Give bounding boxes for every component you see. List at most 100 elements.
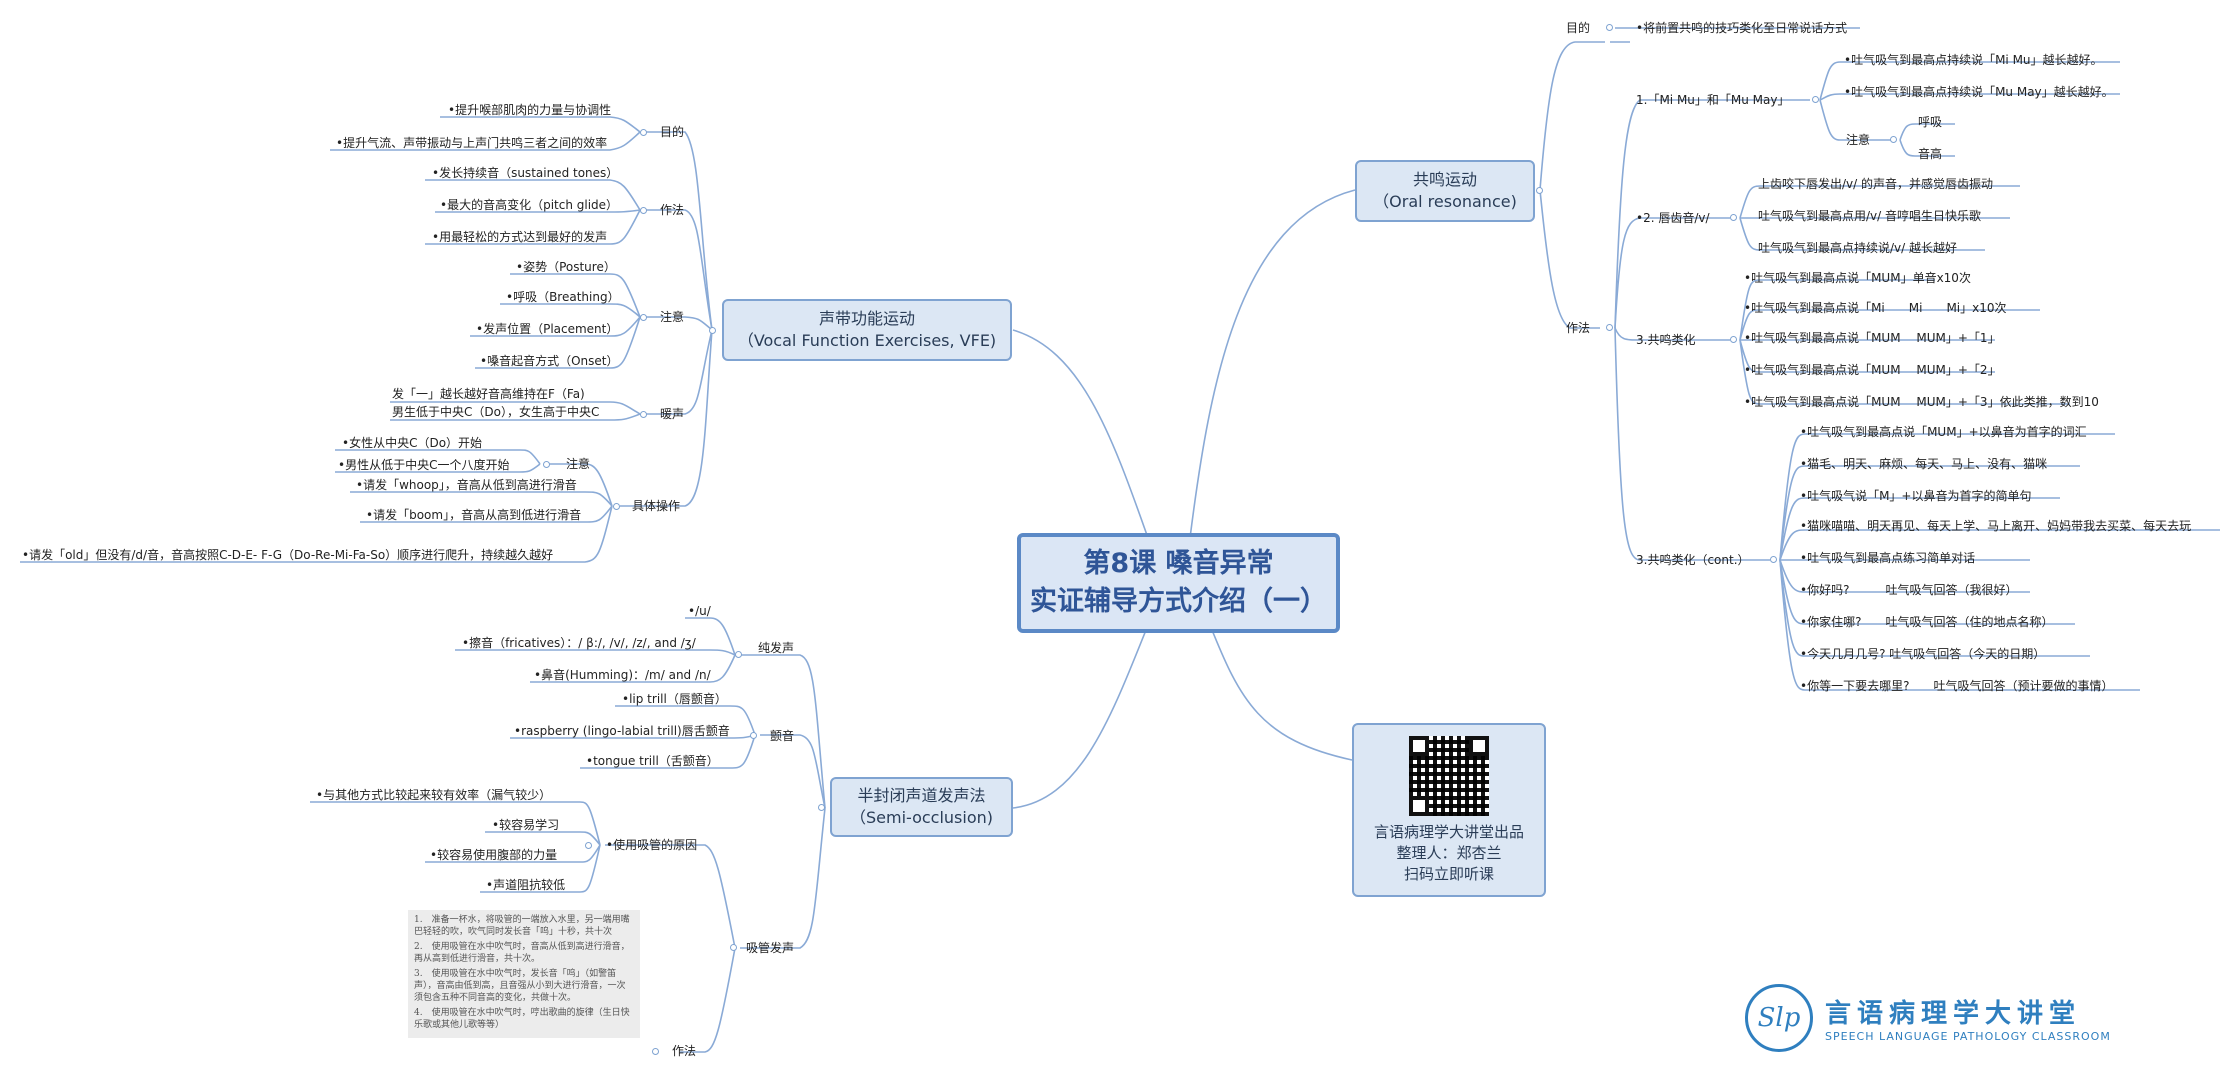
list-item: •声道阻抗较低 [486,878,566,892]
list-item: 音高 [1918,147,1943,161]
qr-code-icon[interactable] [1409,735,1489,816]
link-semi-pure [740,654,826,809]
topic-semi-occlusion[interactable]: 半封闭声道发声法 （Semi-occlusion) [830,777,1013,837]
knob-oral[interactable] [1536,187,1543,194]
semi-straw-label[interactable]: 吸管发声 [746,941,795,955]
knob-oral-resonance[interactable] [1730,336,1737,343]
list-item: •发声位置（Placement） [476,322,619,336]
topic-oral-title: 共鸣运动 [1412,170,1477,189]
qr-card[interactable]: 言语病理学大讲堂出品 整理人：郑杏兰 扫码立即听课 [1352,723,1546,897]
semi-pure-label[interactable]: 纯发声 [758,641,795,655]
central-title-line2: 实证辅导方式介绍（一） [1030,586,1327,617]
knob-oral-method[interactable] [1606,324,1613,331]
link-vfe-warmup [645,329,713,415]
knob-vfe-notes[interactable] [640,314,647,321]
oral-purpose-label[interactable]: 目的 [1566,21,1591,35]
list-item: •你好吗? 吐气吸气回答（我很好） [1800,583,2018,597]
list-item: •男性从低于中央C一个八度开始 [338,458,510,472]
link-semi-straw [740,807,826,949]
list-item: •请发「old」但没有/d/音，音高按照C-D-E- F-G（Do-Re-Mi-… [22,548,554,562]
central-topic[interactable]: 第8课 嗓音异常 实证辅导方式介绍（一） [1017,533,1340,633]
link-oral-method [1539,189,1600,329]
topic-vfe[interactable]: 声带功能运动 （Vocal Function Exercises, VFE) [722,299,1012,361]
knob-semi-straw-method[interactable] [652,1048,659,1055]
list-item: •/u/ [688,604,711,618]
topic-oral-resonance[interactable]: 共鸣运动 （Oral resonance) [1355,160,1535,222]
link-vfe-method [645,209,713,331]
list-item: 呼吸 [1918,115,1943,129]
knob-vfe-operation-note[interactable] [543,461,550,468]
list-item: •请发「whoop」，音高从低到高进行滑音 [356,478,577,492]
oral-mimu-note-label[interactable]: 注意 [1846,133,1871,147]
vfe-purpose-label[interactable]: 目的 [660,125,685,139]
list-item: •与其他方式比较起来较有效率（漏气较少） [316,788,552,802]
list-item: •吐气吸气到最高点说「MUM」+以鼻音为首字的词汇 [1800,425,2087,439]
link-semi-trill [760,734,826,809]
oral-resonance2-label[interactable]: 3.共鸣类化（cont.） [1636,553,1750,567]
list-item: •lip trill（唇颤音） [622,692,727,706]
knob-oral-teeth[interactable] [1730,214,1737,221]
knob-semi-pure[interactable] [735,651,742,658]
oral-resonance-label[interactable]: 3.共鸣类化 [1636,333,1696,347]
semi-straw-reason-label[interactable]: •使用吸管的原因 [606,838,698,852]
list-item: •猫咪喵喵、明天再见、每天上学、马上离开、妈妈带我去买菜、每天去玩 [1800,519,2192,533]
knob-oral-mimu[interactable] [1812,96,1819,103]
knob-oral-purpose[interactable] [1606,24,1613,31]
straw-step: 4. 使用吸管在水中吹气时，哼出歌曲的旋律（生日快乐歌或其他儿歌等等） [414,1008,630,1030]
knob-oral-mimu-note[interactable] [1890,136,1897,143]
topic-semi-title: 半封闭声道发声法 [857,786,986,805]
link-central-oral [1189,189,1356,539]
list-item: •吐气吸气到最高点说「MUM MUM」+「1」 [1744,331,2000,345]
oral-method-label[interactable]: 作法 [1566,321,1591,335]
knob-semi[interactable] [818,804,825,811]
list-item: •吐气吸气到最高点说「Mi Mi Mi」x10次 [1744,301,2007,315]
semi-trill-label[interactable]: 颤音 [770,729,795,743]
qr-line1: 言语病理学大讲堂出品 [1373,822,1524,841]
link-vfe-operation [620,329,713,507]
logo-text: 言语病理学大讲堂 SPEECH LANGUAGE PATHOLOGY CLASS… [1825,993,2111,1043]
link-vfe-notes [645,316,713,331]
link-vfe-purpose [645,131,713,331]
list-item: •raspberry (lingo-labial trill)唇舌颤音 [514,724,730,738]
vfe-method-label[interactable]: 作法 [660,203,685,217]
knob-vfe-operation[interactable] [613,503,620,510]
list-item: •你等一下要去哪里? 吐气吸气回答（预计要做的事情） [1800,679,2114,693]
oral-teeth-label[interactable]: •2. 唇齿音/v/ [1636,211,1710,225]
topic-semi-subtitle: （Semi-occlusion) [849,808,994,827]
link-oral-purpose [1539,41,1605,191]
straw-step: 3. 使用吸管在水中吹气时，发长音「呜」（如警笛声），音高由低到高，且音强从小到… [414,969,626,1003]
vfe-operation-note-label[interactable]: 注意 [566,457,591,471]
vfe-operation-label[interactable]: 具体操作 [632,499,681,513]
brand-logo: Slp 言语病理学大讲堂 SPEECH LANGUAGE PATHOLOGY C… [1745,984,2111,1052]
vfe-warmup-label[interactable]: 暖声 [660,407,685,421]
list-item: •吐气吸气到最高点练习简单对话 [1800,551,1976,565]
knob-oral-resonance2[interactable] [1770,556,1777,563]
list-item: 吐气吸气到最高点持续说/v/ 越长越好 [1758,241,1958,255]
list-item: •猫毛、明天、麻烦、每天、马上、没有、猫咪 [1800,457,2048,471]
topic-oral-subtitle: （Oral resonance) [1373,192,1517,211]
list-item: •最大的音高变化（pitch glide） [440,198,619,212]
central-title-line1: 第8课 嗓音异常 [1083,548,1274,579]
list-item: •请发「boom」，音高从高到低进行滑音 [366,508,582,522]
list-item: •吐气吸气到最高点说「MUM MUM」+「3」依此类推，数到10 [1744,395,2099,409]
knob-semi-straw[interactable] [730,944,737,951]
list-item: 上齿咬下唇发出/v/ 的声音，并感觉唇齿振动 [1758,177,1994,191]
list-item: •鼻音(Humming)：/m/ and /n/ [534,668,711,682]
semi-straw-method-label[interactable]: 作法 [672,1044,697,1058]
knob-vfe-purpose[interactable] [640,129,647,136]
link-central-qr [1209,624,1353,761]
vfe-notes-label[interactable]: 注意 [660,310,685,324]
knob-semi-trill[interactable] [750,732,757,739]
knob-semi-straw-reason[interactable] [585,842,592,849]
list-item: •较容易使用腹部的力量 [430,848,558,862]
link-central-semi [1012,624,1149,809]
oral-mimu-label[interactable]: 1.「Mi Mu」和「Mu May」 [1636,93,1790,107]
qr-line3: 扫码立即听课 [1403,864,1494,883]
knob-vfe-warmup[interactable] [640,411,647,418]
knob-vfe-method[interactable] [640,207,647,214]
logo-cn: 言语病理学大讲堂 [1825,999,2082,1029]
list-item: 发「一」越长越好音高维持在F（Fa) [392,387,585,401]
list-item: •女性从中央C（Do）开始 [342,436,483,450]
knob-vfe[interactable] [709,327,716,334]
